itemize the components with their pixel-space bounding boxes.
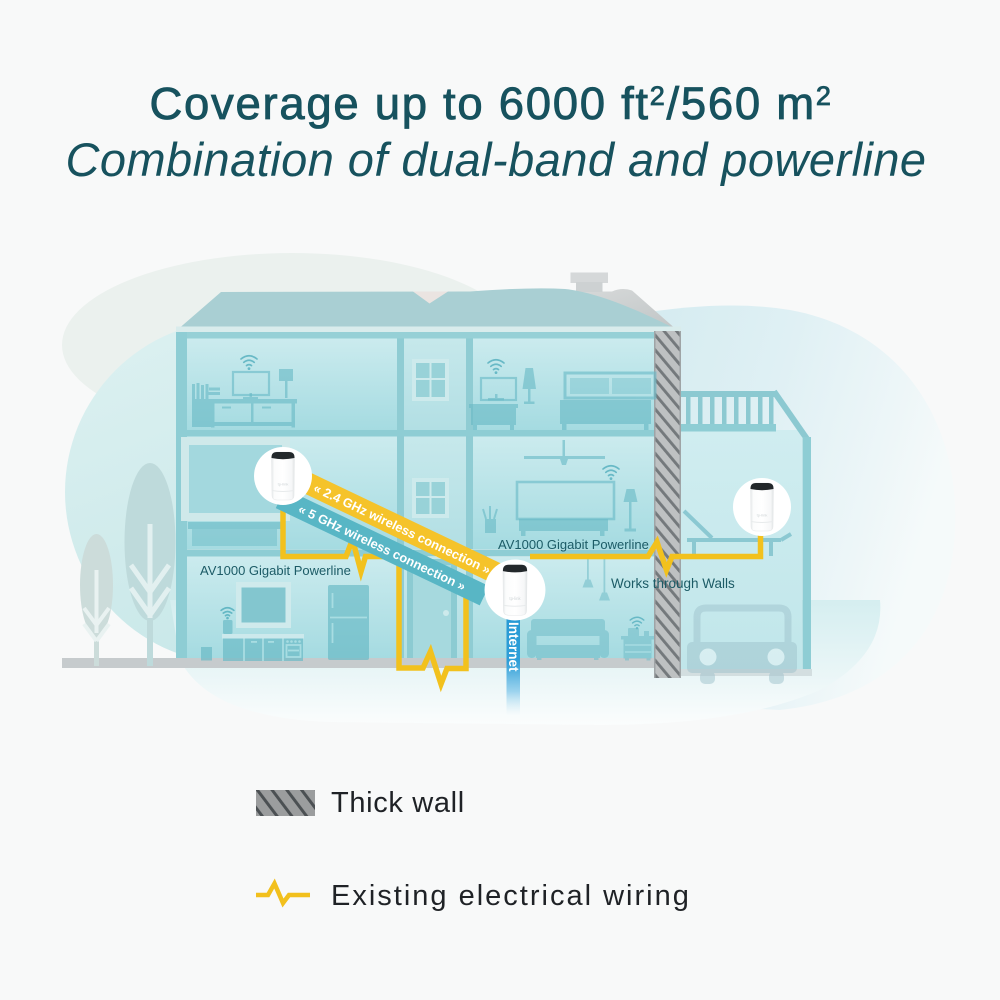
svg-text:Coverage up to 6000 ft2/560 m2: Coverage up to 6000 ft2/560 m2 bbox=[149, 78, 832, 129]
svg-text:Internet: Internet bbox=[506, 622, 521, 672]
svg-text:Combination of dual-band and p: Combination of dual-band and powerline bbox=[65, 133, 926, 186]
svg-text:Thick wall: Thick wall bbox=[331, 787, 465, 819]
svg-text:Existing electrical wiring: Existing electrical wiring bbox=[331, 880, 691, 912]
svg-text:AV1000 Gigabit Powerline: AV1000 Gigabit Powerline bbox=[498, 537, 649, 552]
svg-text:AV1000 Gigabit Powerline: AV1000 Gigabit Powerline bbox=[200, 563, 351, 578]
svg-text:Works through Walls: Works through Walls bbox=[611, 576, 735, 591]
